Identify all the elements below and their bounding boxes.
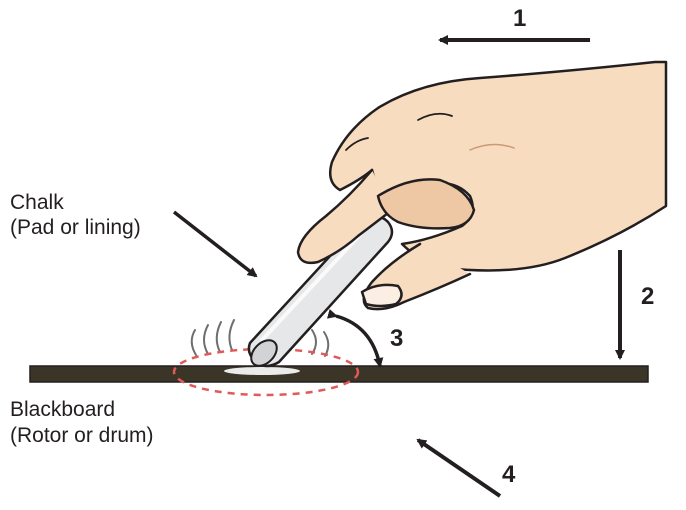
arrow-3-angle-arc [326,309,384,368]
label-number-1: 1 [513,5,527,32]
chalk-label: Chalk [10,191,64,214]
chalk-pointer-arrow [172,210,258,278]
label-number-3: 3 [390,325,404,352]
hand [296,60,668,311]
label-number-2: 2 [641,283,655,310]
blackboard-surface [29,365,649,383]
arrow-4-board-motion [416,438,502,498]
chalk-sublabel: (Pad or lining) [10,216,141,239]
blackboard-label: Blackboard [10,398,116,421]
contact-zone-ring [172,347,360,397]
label-number-4: 4 [502,461,516,488]
blackboard-sublabel: (Rotor or drum) [10,424,154,447]
contact-glare [224,367,300,375]
